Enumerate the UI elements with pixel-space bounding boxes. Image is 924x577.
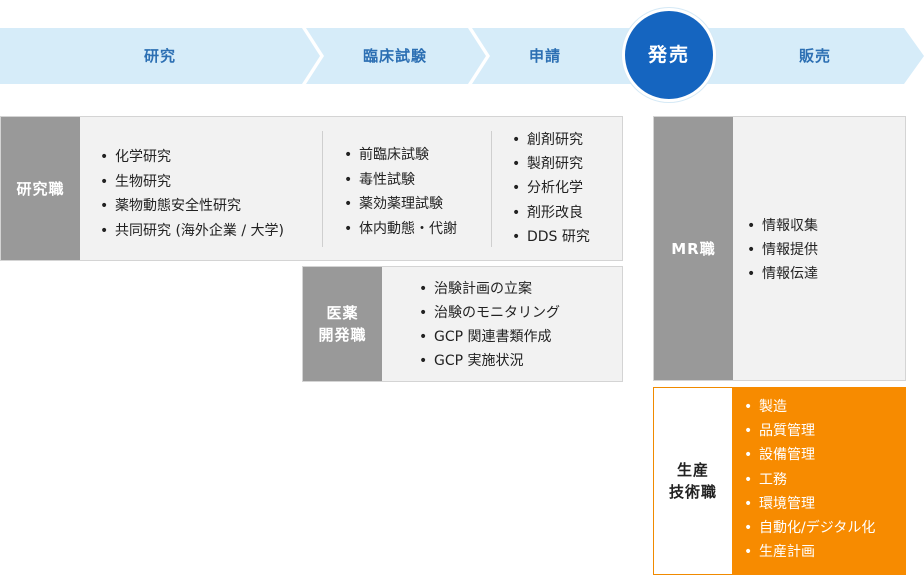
process-flow: 研究 臨床試験 申請 販売 xyxy=(0,28,924,84)
production-list-panel: 製造 品質管理 設備管理 工務 環境管理 自動化/デジタル化 生産計画 xyxy=(732,387,906,575)
stage-sales: 販売 xyxy=(798,47,831,65)
list-item: DDS 研究 xyxy=(509,225,590,249)
research-list-3: 創剤研究 製剤研究 分析化学 剤形改良 DDS 研究 xyxy=(509,128,590,249)
research-role-label: 研究職 xyxy=(1,117,80,260)
mr-role-label: MR職 xyxy=(654,117,733,380)
flow-segment-clinical xyxy=(306,28,486,84)
list-item: 創剤研究 xyxy=(509,128,590,152)
column-divider xyxy=(491,131,492,247)
production-role-label: 生産 技術職 xyxy=(654,388,732,574)
research-list-2: 前臨床試験 毒性試験 薬効薬理試験 体内動態・代謝 xyxy=(341,143,457,241)
list-item: 情報伝達 xyxy=(744,262,818,286)
list-item: 治験のモニタリング xyxy=(416,301,560,325)
list-item: 共同研究 (海外企業 / 大学) xyxy=(97,219,284,244)
list-item: 生産計画 xyxy=(741,540,875,564)
list-item: 品質管理 xyxy=(741,419,875,443)
production-role-box: 生産 技術職 製造 品質管理 設備管理 工務 環境管理 自動化/デジタル化 生産… xyxy=(653,387,906,575)
list-item: 化学研究 xyxy=(97,145,284,170)
stage-application: 申請 xyxy=(528,47,561,65)
clinical-role-label: 医薬 開発職 xyxy=(303,267,382,381)
list-item: 製剤研究 xyxy=(509,152,590,176)
list-item: 情報収集 xyxy=(744,214,818,238)
mr-role-box: MR職 情報収集 情報提供 情報伝達 xyxy=(653,116,906,381)
list-item: 設備管理 xyxy=(741,443,875,467)
list-item: 体内動態・代謝 xyxy=(341,217,457,242)
flow-segment-sales xyxy=(700,28,924,84)
research-list-1: 化学研究 生物研究 薬物動態安全性研究 共同研究 (海外企業 / 大学) xyxy=(97,145,284,243)
list-item: 製造 xyxy=(741,395,875,419)
stage-research: 研究 xyxy=(143,47,176,65)
list-item: 情報提供 xyxy=(744,238,818,262)
list-item: GCP 関連書類作成 xyxy=(416,325,560,349)
list-item: 毒性試験 xyxy=(341,168,457,193)
stage-clinical-trial: 臨床試験 xyxy=(362,47,427,65)
flow-segment-application xyxy=(472,28,640,84)
mr-list: 情報収集 情報提供 情報伝達 xyxy=(744,214,818,286)
column-divider xyxy=(322,131,323,247)
flow-arrow-shape xyxy=(0,28,924,84)
list-item: 剤形改良 xyxy=(509,201,590,225)
list-item: 薬物動態安全性研究 xyxy=(97,194,284,219)
list-item: 前臨床試験 xyxy=(341,143,457,168)
list-item: GCP 実施状況 xyxy=(416,349,560,373)
clinical-list: 治験計画の立案 治験のモニタリング GCP 関連書類作成 GCP 実施状況 xyxy=(416,277,560,373)
flow-segment-research xyxy=(0,28,320,84)
stage-launch: 発売 xyxy=(647,44,690,66)
list-item: 治験計画の立案 xyxy=(416,277,560,301)
list-item: 工務 xyxy=(741,468,875,492)
list-item: 分析化学 xyxy=(509,176,590,200)
launch-circle xyxy=(622,8,716,102)
production-list: 製造 品質管理 設備管理 工務 環境管理 自動化/デジタル化 生産計画 xyxy=(741,395,875,565)
list-item: 薬効薬理試験 xyxy=(341,192,457,217)
research-role-box: 研究職 化学研究 生物研究 薬物動態安全性研究 共同研究 (海外企業 / 大学)… xyxy=(0,116,623,261)
list-item: 環境管理 xyxy=(741,492,875,516)
list-item: 自動化/デジタル化 xyxy=(741,516,875,540)
clinical-role-box: 医薬 開発職 治験計画の立案 治験のモニタリング GCP 関連書類作成 GCP … xyxy=(302,266,623,382)
list-item: 生物研究 xyxy=(97,170,284,195)
